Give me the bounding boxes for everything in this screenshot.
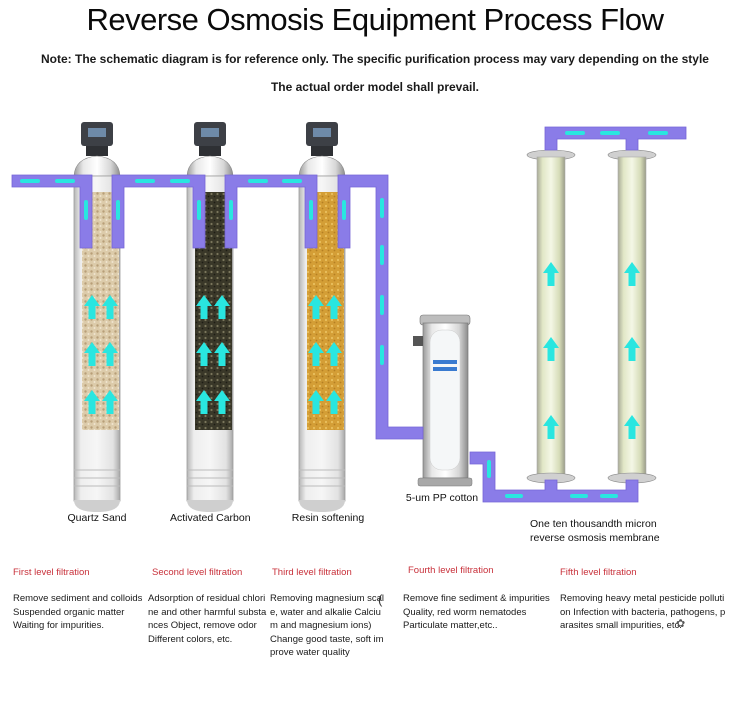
ro-membrane-label-line2: reverse osmosis membrane xyxy=(530,532,660,544)
stage-4-description: Remove fine sediment & impurities Qualit… xyxy=(403,593,550,631)
stray-smudge-icon: ✿ xyxy=(676,618,686,630)
pp-cotton-filter xyxy=(413,314,473,487)
ro-membrane-label-line1: One ten thousandth micron xyxy=(530,518,657,530)
pp-cotton-label: 5-um PP cotton xyxy=(405,492,479,504)
resin-softening-label: Resin softening xyxy=(291,512,365,524)
activated-carbon-label: Activated Carbon xyxy=(170,512,251,524)
stage-2-description: Adsorption of residual chlori ne and oth… xyxy=(148,593,267,645)
disclaimer-note: Note: The schematic diagram is for refer… xyxy=(41,52,709,66)
stage-5-description: Removing heavy metal pesticide polluti o… xyxy=(560,593,726,631)
resin-softening-tank xyxy=(298,122,346,512)
disclaimer-note-2: The actual order model shall prevail. xyxy=(270,80,480,94)
stage-3-title: Third level filtration xyxy=(272,567,352,578)
flow-indicators xyxy=(20,131,668,498)
stray-parenthesis: ( xyxy=(378,592,383,607)
stage-4-title: Fourth level filtration xyxy=(408,565,494,576)
stage-5-title: Fifth level filtration xyxy=(560,567,637,578)
page-title: Reverse Osmosis Equipment Process Flow xyxy=(86,2,664,37)
stage-1-title: First level filtration xyxy=(13,567,90,578)
stage-1-description: Remove sediment and colloids Suspended o… xyxy=(13,593,143,631)
stage-3-description: Removing magnesium scal e, water and alk… xyxy=(270,593,385,658)
quartz-sand-label: Quartz Sand xyxy=(67,512,127,524)
ro-membrane-vessels xyxy=(526,149,657,484)
stage-2-title: Second level filtration xyxy=(152,567,243,578)
